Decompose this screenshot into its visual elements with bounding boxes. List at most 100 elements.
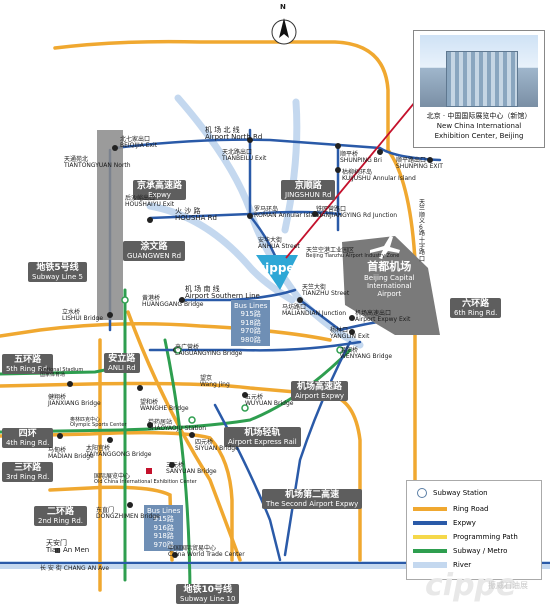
legend-subway-station: Subway Station bbox=[413, 487, 488, 499]
watermark-logo: cippe bbox=[425, 568, 517, 603]
river-1 bbox=[174, 94, 364, 349]
junction-dot bbox=[127, 502, 133, 508]
subway-station-icon bbox=[417, 488, 427, 498]
junction-dot bbox=[169, 462, 175, 468]
programming-swatch bbox=[413, 535, 447, 539]
junction-dot bbox=[107, 437, 113, 443]
legend-subway: Subway / Metro bbox=[413, 545, 507, 557]
river-swatch bbox=[413, 562, 447, 568]
junction-dot bbox=[297, 297, 303, 303]
subway-station-icon bbox=[241, 404, 249, 412]
subway-station-icon bbox=[121, 296, 129, 304]
airport-expwy-south bbox=[213, 403, 282, 562]
watermark-text: 振威石油展 bbox=[488, 581, 528, 590]
capital-airport-area bbox=[342, 236, 440, 335]
junction-dot bbox=[147, 217, 153, 223]
subway-station-icon bbox=[174, 346, 182, 354]
second-airport-expwy bbox=[283, 340, 352, 557]
junction-dot bbox=[107, 312, 113, 318]
ring-road-layer bbox=[0, 39, 417, 592]
junction-dots bbox=[57, 137, 433, 558]
junction-dot bbox=[57, 433, 63, 439]
photo-caption-en-1: New China International bbox=[436, 122, 522, 130]
cippe-venue-highlight bbox=[256, 255, 298, 290]
ring-5-north bbox=[0, 322, 332, 342]
photo-caption-cn: 北京 · 中国国际展览中心（新馆） bbox=[426, 112, 532, 120]
map-legend: Subway Station Ring Road Expwy Programmi… bbox=[406, 480, 542, 580]
junction-dot bbox=[312, 211, 318, 217]
ring-2 bbox=[48, 485, 174, 562]
legend-ring-road: Ring Road bbox=[413, 503, 488, 515]
legend-river: River bbox=[413, 559, 471, 571]
river-3 bbox=[281, 98, 301, 234]
junction-dot bbox=[179, 297, 185, 303]
venue-callout-line bbox=[285, 101, 416, 259]
subway-airport-line bbox=[0, 348, 352, 434]
junction-dot bbox=[335, 167, 341, 173]
junction-dot bbox=[427, 157, 433, 163]
venue-photo-inset: 北京 · 中国国际展览中心（新馆） New China Internationa… bbox=[413, 30, 545, 148]
subway-swatch bbox=[413, 549, 447, 553]
capital-airport-tag: 首都机场 Beijing Capital International Airpo… bbox=[364, 260, 415, 298]
junction-dot bbox=[147, 422, 153, 428]
photo-caption-en-2: Exhibition Center, Beijing bbox=[434, 132, 524, 140]
airport-south-line bbox=[178, 288, 297, 302]
subway-stations bbox=[121, 296, 344, 424]
airplane-icon bbox=[370, 236, 400, 259]
ring-road-swatch bbox=[413, 507, 447, 511]
legend-expwy: Expwy bbox=[413, 517, 476, 529]
junction-dot bbox=[172, 552, 178, 558]
tiananmen-marker bbox=[55, 548, 60, 553]
jingcheng-band bbox=[97, 130, 123, 320]
junction-dot bbox=[137, 385, 143, 391]
ring-4 bbox=[0, 381, 362, 562]
junction-dot bbox=[189, 432, 195, 438]
legend-programming: Programming Path bbox=[413, 531, 518, 543]
junction-dot bbox=[247, 213, 253, 219]
junction-dot bbox=[67, 381, 73, 387]
airport-north-rd bbox=[113, 138, 442, 162]
north-label: N bbox=[280, 3, 286, 11]
junction-dot bbox=[349, 315, 355, 321]
cippe-venue-label: cippe bbox=[258, 261, 295, 275]
subway-line-10 bbox=[163, 338, 192, 602]
junction-dot bbox=[377, 149, 383, 155]
